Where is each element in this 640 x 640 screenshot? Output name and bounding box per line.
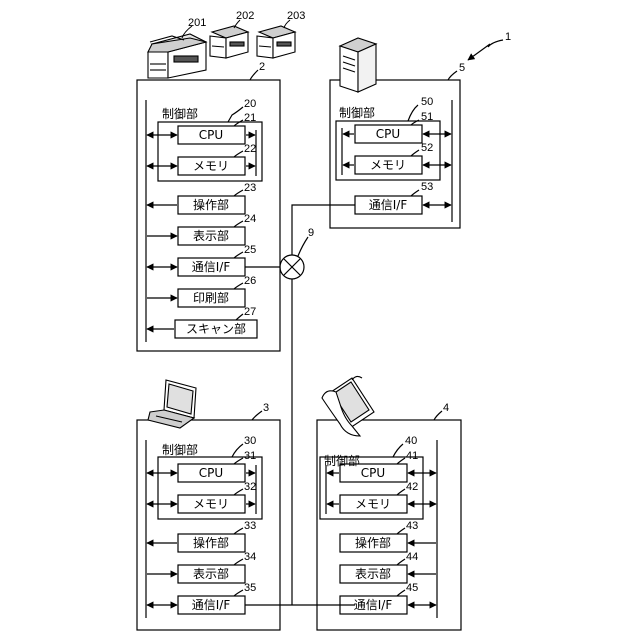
laptop-comm-ref: 35 bbox=[244, 582, 256, 594]
server-memory-leader bbox=[411, 150, 419, 156]
mfp-control-ref: 20 bbox=[244, 98, 256, 110]
tablet-display-leader bbox=[397, 559, 405, 565]
laptop-operation-label: 操作部 bbox=[193, 535, 229, 550]
mfp-memory-ref: 22 bbox=[244, 143, 256, 155]
system-leader-line bbox=[488, 40, 503, 47]
tablet-cpu-ref: 41 bbox=[406, 450, 418, 462]
tablet-operation-leader bbox=[397, 528, 405, 534]
server-control-ref: 50 bbox=[421, 96, 433, 108]
printer-201-ref: 201 bbox=[188, 17, 206, 29]
server-memory-label: メモリ bbox=[370, 158, 406, 172]
system-arrow bbox=[468, 44, 490, 60]
laptop-control-label: 制御部 bbox=[162, 442, 198, 457]
tablet-cpu-label: CPU bbox=[361, 466, 385, 480]
mfp-operation-ref: 23 bbox=[244, 182, 256, 194]
mfp-operation-label: 操作部 bbox=[193, 197, 229, 212]
mfp-scanner-label: スキャン部 bbox=[186, 321, 246, 336]
mfp-cpu-ref: 21 bbox=[244, 112, 256, 124]
system-ref-label: 1 bbox=[505, 31, 511, 43]
server-comm-ref: 53 bbox=[421, 181, 433, 193]
mfp-scanner-ref: 27 bbox=[244, 306, 256, 318]
tablet-comm-leader bbox=[397, 590, 405, 596]
laptop-memory-label: メモリ bbox=[193, 497, 229, 511]
laptop-display-leader bbox=[234, 559, 243, 565]
laptop-memory-leader bbox=[234, 489, 243, 495]
mfp-print-label: 印刷部 bbox=[193, 290, 229, 305]
tablet-memory-ref: 42 bbox=[406, 481, 418, 493]
mfp-display-leader bbox=[234, 221, 243, 227]
tablet-operation-label: 操作部 bbox=[355, 535, 391, 550]
server-comm-label: 通信I/F bbox=[369, 198, 408, 212]
mfp-display-label: 表示部 bbox=[193, 228, 229, 243]
laptop-operation-ref: 33 bbox=[244, 520, 256, 532]
server-cpu-ref: 51 bbox=[421, 111, 433, 123]
mfp-comm-label: 通信I/F bbox=[192, 260, 231, 274]
network-ref-label: 9 bbox=[308, 227, 314, 239]
laptop-icon bbox=[148, 380, 196, 428]
laptop-control-ref: 30 bbox=[244, 435, 256, 447]
laptop-control-leader bbox=[232, 444, 243, 457]
laptop-cpu-leader bbox=[234, 458, 243, 464]
mfp-print-leader bbox=[234, 283, 243, 289]
mfp-control-leader bbox=[228, 107, 243, 122]
laptop-operation-leader bbox=[234, 528, 243, 534]
mfp-cpu-label: CPU bbox=[199, 128, 223, 142]
printer-203-icon bbox=[257, 26, 295, 58]
tablet-display-ref: 44 bbox=[406, 551, 418, 563]
mfp-display-ref: 24 bbox=[244, 213, 256, 225]
tablet-operation-ref: 43 bbox=[406, 520, 418, 532]
laptop-comm-label: 通信I/F bbox=[192, 598, 231, 612]
tablet-comm-label: 通信I/F bbox=[354, 598, 393, 612]
mfp-scanner-leader bbox=[236, 314, 243, 320]
mfp-print-ref: 26 bbox=[244, 275, 256, 287]
tablet-comm-ref: 45 bbox=[406, 582, 418, 594]
printer-202-ref: 202 bbox=[236, 10, 254, 22]
mfp-memory-label: メモリ bbox=[193, 159, 229, 173]
tablet-hand-icon bbox=[322, 376, 374, 436]
tablet-ref: 4 bbox=[443, 402, 449, 414]
tablet-ref-leader bbox=[434, 411, 442, 420]
tablet-memory-leader bbox=[397, 489, 405, 495]
server-comm-leader bbox=[411, 190, 419, 196]
mfp-printer-icon bbox=[148, 34, 206, 78]
mfp-cpu-leader bbox=[234, 120, 243, 126]
laptop-ref: 3 bbox=[263, 402, 269, 414]
tablet-cpu-leader bbox=[397, 458, 405, 464]
server-control-leader bbox=[408, 105, 418, 121]
laptop-display-ref: 34 bbox=[244, 551, 256, 563]
server-memory-ref: 52 bbox=[421, 142, 433, 154]
network-ref-leader bbox=[298, 237, 308, 256]
laptop-cpu-label: CPU bbox=[199, 466, 223, 480]
laptop-cpu-ref: 31 bbox=[244, 450, 256, 462]
mfp-box bbox=[137, 80, 280, 351]
laptop-comm-leader bbox=[234, 590, 243, 596]
laptop-display-label: 表示部 bbox=[193, 566, 229, 581]
mfp-memory-leader bbox=[234, 151, 243, 157]
server-control-label: 制御部 bbox=[339, 105, 375, 120]
mfp-control-label: 制御部 bbox=[162, 106, 198, 121]
printer-203-ref: 203 bbox=[287, 10, 305, 22]
mfp-ref-leader bbox=[250, 70, 258, 80]
tablet-memory-label: メモリ bbox=[355, 497, 391, 511]
server-ref-leader bbox=[448, 71, 457, 80]
tablet-display-label: 表示部 bbox=[355, 566, 391, 581]
printer-202-icon bbox=[210, 26, 248, 58]
mfp-comm-ref: 25 bbox=[244, 244, 256, 256]
tablet-control-leader bbox=[393, 444, 403, 457]
mfp-comm-leader bbox=[234, 252, 243, 258]
server-cpu-label: CPU bbox=[376, 127, 400, 141]
mfp-ref: 2 bbox=[259, 61, 265, 73]
mfp-operation-leader bbox=[234, 190, 243, 196]
laptop-memory-ref: 32 bbox=[244, 481, 256, 493]
tablet-control-ref: 40 bbox=[405, 435, 417, 447]
laptop-ref-leader bbox=[252, 411, 262, 420]
tablet-control-label: 制御部 bbox=[324, 453, 360, 468]
server-ref: 5 bbox=[459, 62, 465, 74]
server-tower-icon bbox=[340, 38, 376, 92]
